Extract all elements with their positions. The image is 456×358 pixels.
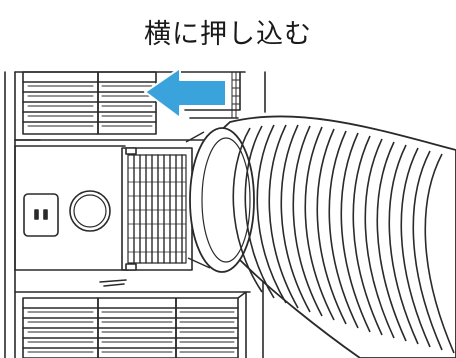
hose-corrugations (232, 124, 455, 354)
lower-air-grille (14, 291, 251, 358)
direction-arrow-icon (144, 67, 227, 119)
drain-cap-icon (69, 190, 111, 232)
instruction-caption: 横に押し込む (144, 19, 312, 50)
exhaust-hose (185, 115, 456, 358)
power-outlet-icon (23, 193, 59, 237)
air-conditioner-unit (4, 71, 266, 358)
upper-air-grille (14, 71, 246, 147)
hose-adapter-frame (99, 147, 193, 287)
